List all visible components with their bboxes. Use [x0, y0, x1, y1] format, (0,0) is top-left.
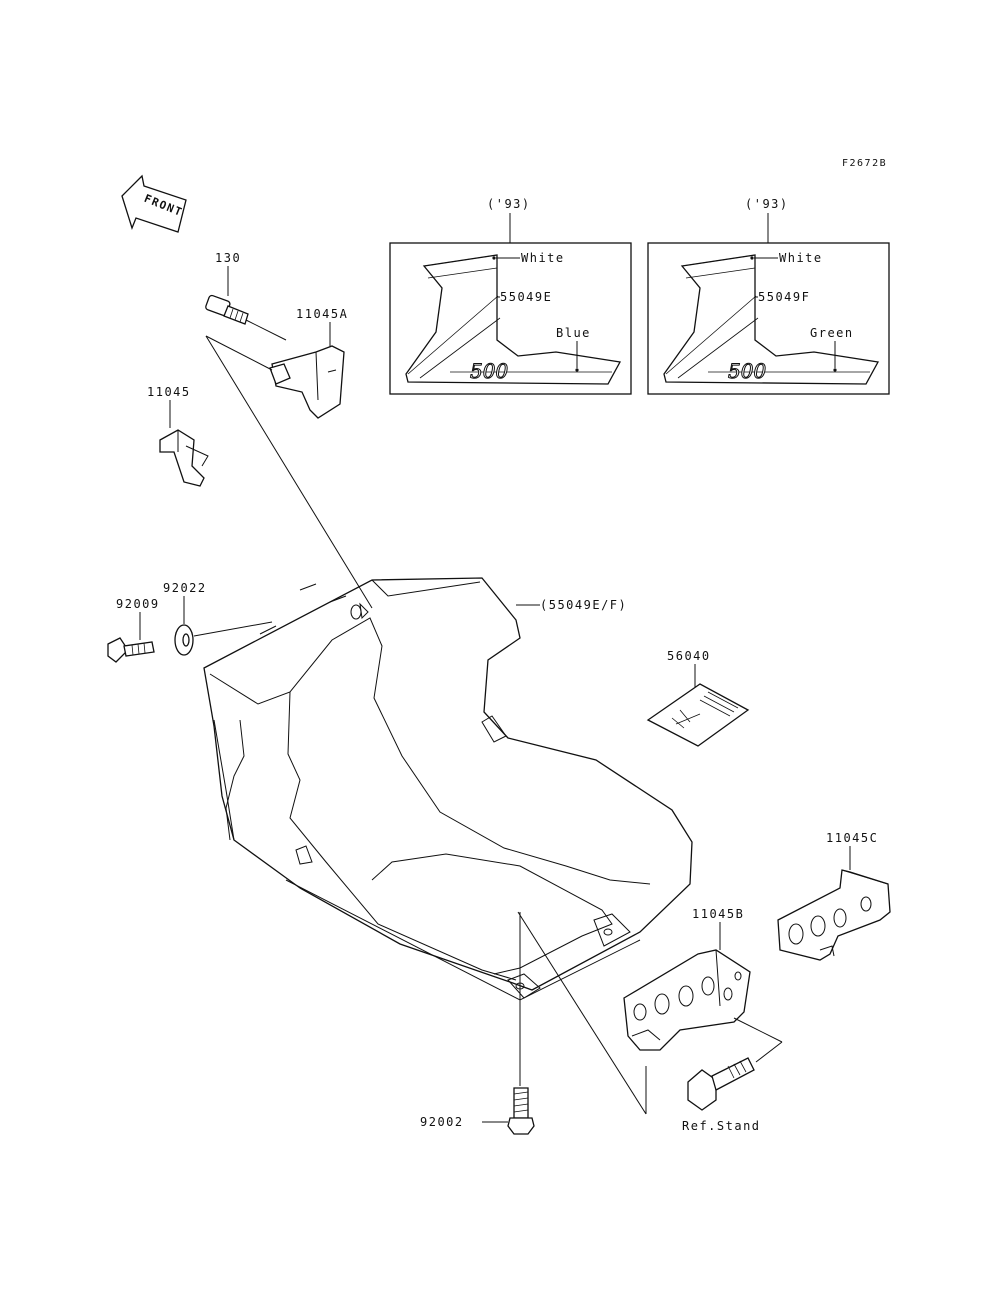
washer-92022-icon — [174, 624, 194, 656]
variant-year: ('93) — [487, 197, 531, 211]
figure-code: F2672B — [842, 158, 887, 169]
under-cowl-55049EF — [203, 577, 693, 1001]
part-label-11045C: 11045C — [826, 831, 878, 845]
side-cover-decal-illustration: 500 — [405, 254, 622, 385]
model-number: 500 — [728, 359, 766, 383]
part-label-55049EF: (55049E/F) — [540, 598, 627, 612]
part-label-56040: 56040 — [667, 649, 711, 663]
variant-part-number: 55049F — [758, 290, 810, 304]
variant-part-number: 55049E — [500, 290, 552, 304]
ref-stand-bolt-icon — [687, 1057, 755, 1111]
bracket-11045A-icon — [269, 345, 345, 419]
part-label-92009: 92009 — [116, 597, 160, 611]
accent-color-label: Green — [810, 326, 854, 340]
warning-label-56040-icon — [646, 683, 750, 747]
bolt-92002-icon — [507, 1087, 535, 1135]
top-color-label: White — [521, 251, 565, 265]
bracket-11045C-icon — [777, 869, 891, 961]
bolt-130-icon — [205, 294, 249, 325]
part-label-11045A: 11045A — [296, 307, 348, 321]
accent-color-label: Blue — [556, 326, 591, 340]
part-label-11045B: 11045B — [692, 907, 744, 921]
bracket-11045B-icon — [623, 949, 751, 1051]
top-color-label: White — [779, 251, 823, 265]
variant-year: ('93) — [745, 197, 789, 211]
part-label-130: 130 — [215, 251, 241, 265]
variant-box-55049F: ('93) 500 White 55049F Green — [647, 197, 890, 395]
part-label-92002: 92002 — [420, 1115, 464, 1129]
part-label-92022: 92022 — [163, 581, 207, 595]
bolt-92009-icon — [107, 637, 155, 663]
model-number: 500 — [470, 359, 508, 383]
variant-box-55049E: ('93) 500 White 55049E Blue — [389, 197, 632, 395]
ref-stand-label: Ref.Stand — [682, 1119, 761, 1133]
part-label-11045: 11045 — [147, 385, 191, 399]
front-arrow-icon: FRONT — [121, 174, 187, 233]
side-cover-decal-illustration: 500 — [663, 254, 880, 385]
clip-11045-icon — [159, 429, 209, 487]
